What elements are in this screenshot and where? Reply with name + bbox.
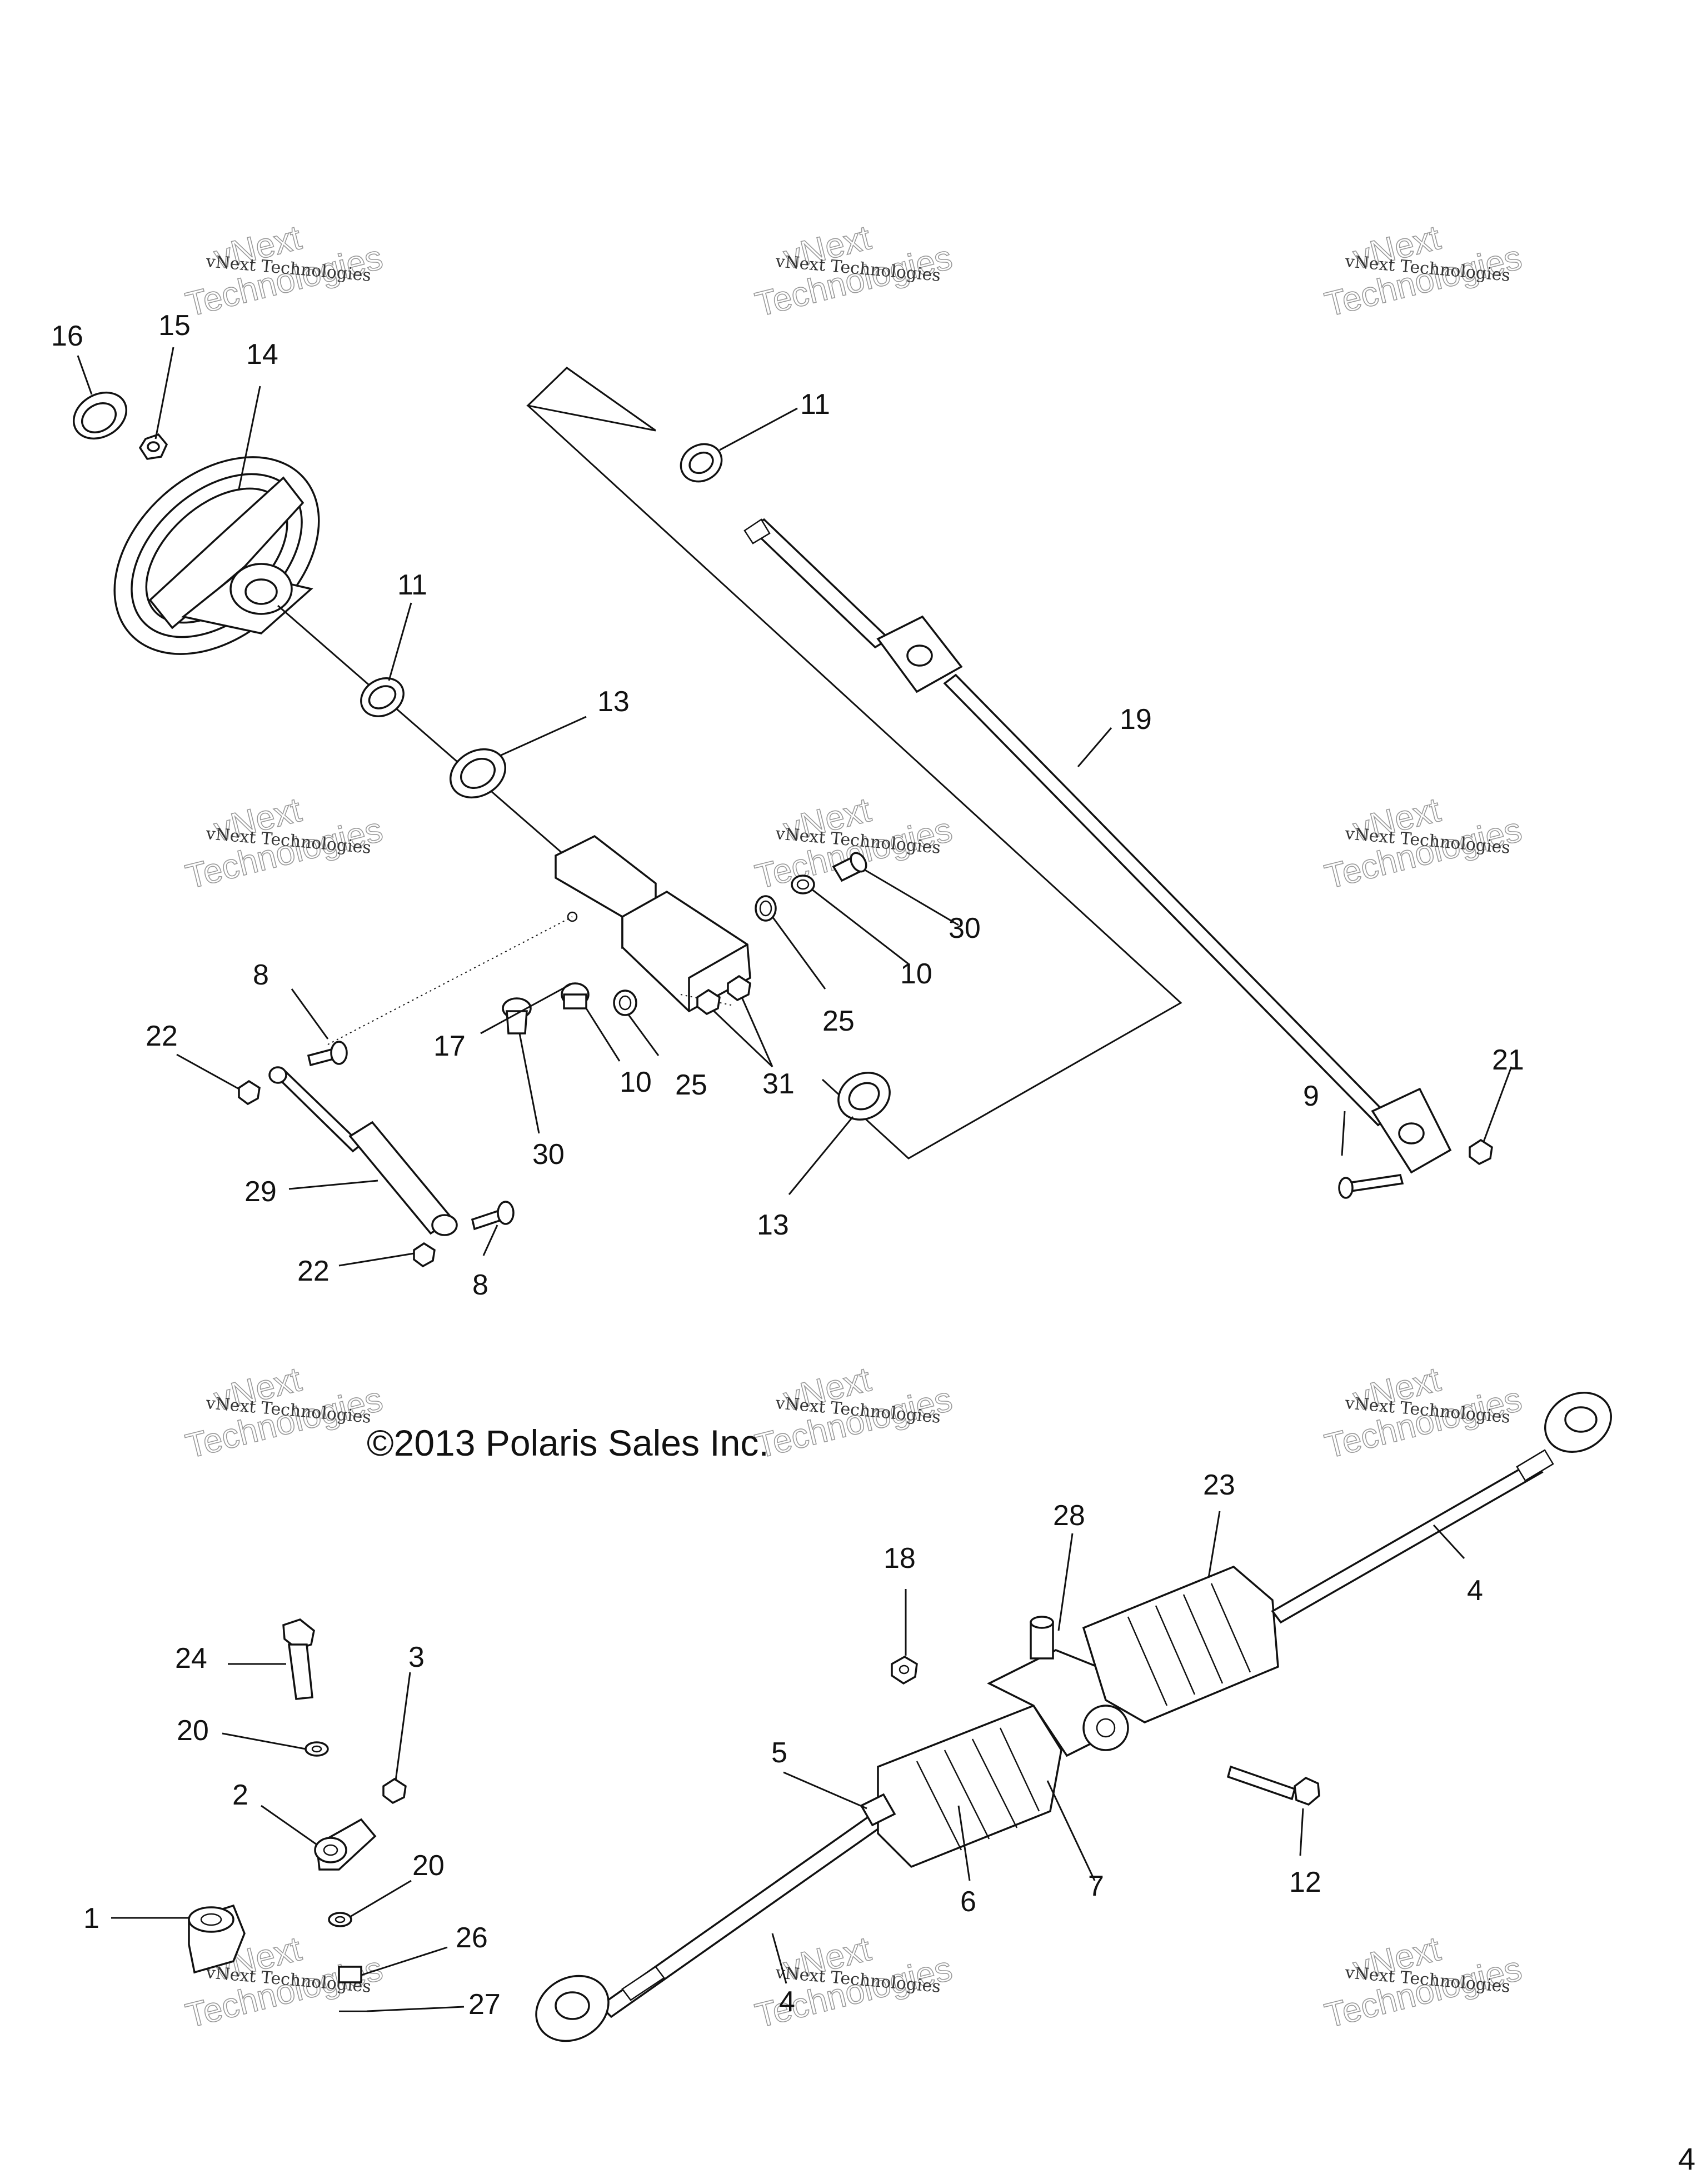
- page-number: 4: [1678, 2141, 1695, 2176]
- watermark: Technologies vNext vNext Technologies: [1321, 1360, 1526, 1466]
- callout-25: 25: [675, 1069, 707, 1101]
- intermediate-shaft: [743, 518, 1452, 1174]
- callout-20: 20: [412, 1850, 445, 1882]
- watermark: Technologies vNext vNext Technologies: [1321, 790, 1526, 897]
- nut-shaft: [1469, 1138, 1493, 1166]
- watermark: Technologies vNext vNext Technologies: [182, 790, 387, 897]
- callout-18: 18: [884, 1542, 916, 1575]
- callout-31: 31: [762, 1068, 795, 1100]
- callout-10: 10: [620, 1066, 652, 1098]
- callout-21: 21: [1492, 1044, 1524, 1076]
- rack-mount-bolt: [1226, 1765, 1320, 1806]
- bushing-left: [360, 677, 405, 717]
- washer-upper-left: [305, 1741, 329, 1757]
- shaft-group-outline: [526, 367, 656, 432]
- shaft-group-boundary: [526, 367, 1182, 1160]
- bushing-lower-small: [561, 982, 590, 1009]
- callout-26: 26: [456, 1922, 488, 1954]
- callout-25: 25: [822, 1005, 855, 1037]
- bolt-lower: [502, 997, 532, 1034]
- callout-2: 2: [232, 1779, 248, 1811]
- leader-lines: [77, 347, 1513, 2012]
- callout-29: 29: [244, 1176, 277, 1208]
- watermark: Technologies vNext vNext Technologies: [182, 218, 387, 324]
- callout-9: 9: [1303, 1080, 1319, 1112]
- callout-4: 4: [1467, 1575, 1483, 1607]
- horn-cap: [72, 391, 128, 440]
- castle-nut: [338, 1966, 362, 1983]
- callout-11: 11: [397, 569, 427, 601]
- callout-24: 24: [175, 1642, 207, 1675]
- washer-lower: [613, 989, 637, 1016]
- callout-14: 14: [246, 338, 278, 371]
- callout-labels: 16 15 14 11 11 13 19 30 10 25 17 8 22 25…: [51, 309, 1524, 2021]
- bushing-right: [680, 443, 723, 483]
- callout-7: 7: [1088, 1870, 1104, 1902]
- callout-19: 19: [1120, 703, 1152, 736]
- bracket-dotted-line: [327, 916, 573, 1045]
- ball-joint-nut: [382, 1777, 407, 1805]
- pinch-bolt: [1338, 1174, 1404, 1199]
- bushing-upper-small: [791, 874, 815, 894]
- watermark: Technologies vNext vNext Technologies: [1321, 218, 1526, 324]
- watermarks: Technologies vNext vNext Technologies Te…: [182, 218, 1526, 2036]
- strut-nut-lower: [413, 1242, 436, 1268]
- steering-axis-line: [277, 604, 578, 868]
- nut-bracket: [696, 974, 751, 1016]
- steering-rack: [535, 1391, 1612, 2042]
- rack-bushing: [188, 1904, 246, 1974]
- callout-20: 20: [177, 1715, 209, 1747]
- ball-joint: [314, 1818, 377, 1871]
- callout-11: 11: [800, 388, 830, 421]
- callout-22: 22: [297, 1255, 330, 1287]
- callout-30: 30: [949, 912, 981, 944]
- rack-nut: [891, 1655, 918, 1685]
- callout-5: 5: [771, 1737, 787, 1769]
- callout-13: 13: [597, 686, 630, 718]
- callout-17: 17: [433, 1030, 466, 1062]
- steering-wheel: [113, 456, 320, 655]
- callout-15: 15: [158, 309, 191, 342]
- washer-lower-left: [328, 1912, 352, 1927]
- callout-27: 27: [468, 1988, 501, 2021]
- callout-6: 6: [960, 1886, 976, 1918]
- tilt-strut: [268, 1066, 458, 1236]
- callout-8: 8: [253, 959, 269, 991]
- callout-30: 30: [532, 1138, 565, 1171]
- strut-nut-upper: [238, 1079, 261, 1106]
- strut-bolt-lower: [471, 1201, 515, 1231]
- flange-bolt: [282, 1618, 315, 1700]
- callout-3: 3: [408, 1641, 425, 1673]
- watermark: Technologies vNext vNext Technologies: [1321, 1929, 1526, 2036]
- copyright-notice: ©2013 Polaris Sales Inc.: [367, 1422, 769, 1463]
- callout-1: 1: [83, 1902, 99, 1935]
- steering-wheel-nut: [138, 433, 168, 460]
- column-bracket: [555, 834, 751, 1013]
- watermark: Technologies vNext vNext Technologies: [182, 1360, 387, 1466]
- bearing-lower: [837, 1072, 891, 1121]
- bearing-upper: [449, 748, 507, 799]
- watermark: Technologies vNext vNext Technologies: [751, 790, 956, 897]
- watermark: Technologies vNext vNext Technologies: [751, 218, 956, 324]
- callout-4: 4: [779, 1986, 795, 2018]
- watermark: Technologies vNext vNext Technologies: [751, 1929, 956, 2036]
- strut-bolt-upper: [307, 1041, 348, 1067]
- callout-8: 8: [472, 1269, 488, 1301]
- washer-upper: [755, 895, 777, 922]
- callout-23: 23: [1203, 1469, 1235, 1501]
- callout-13: 13: [757, 1209, 789, 1241]
- callout-12: 12: [1289, 1866, 1321, 1898]
- callout-10: 10: [900, 958, 932, 990]
- callout-16: 16: [51, 320, 83, 352]
- callout-28: 28: [1053, 1500, 1085, 1532]
- watermark: Technologies vNext vNext Technologies: [751, 1360, 956, 1466]
- callout-22: 22: [146, 1020, 178, 1052]
